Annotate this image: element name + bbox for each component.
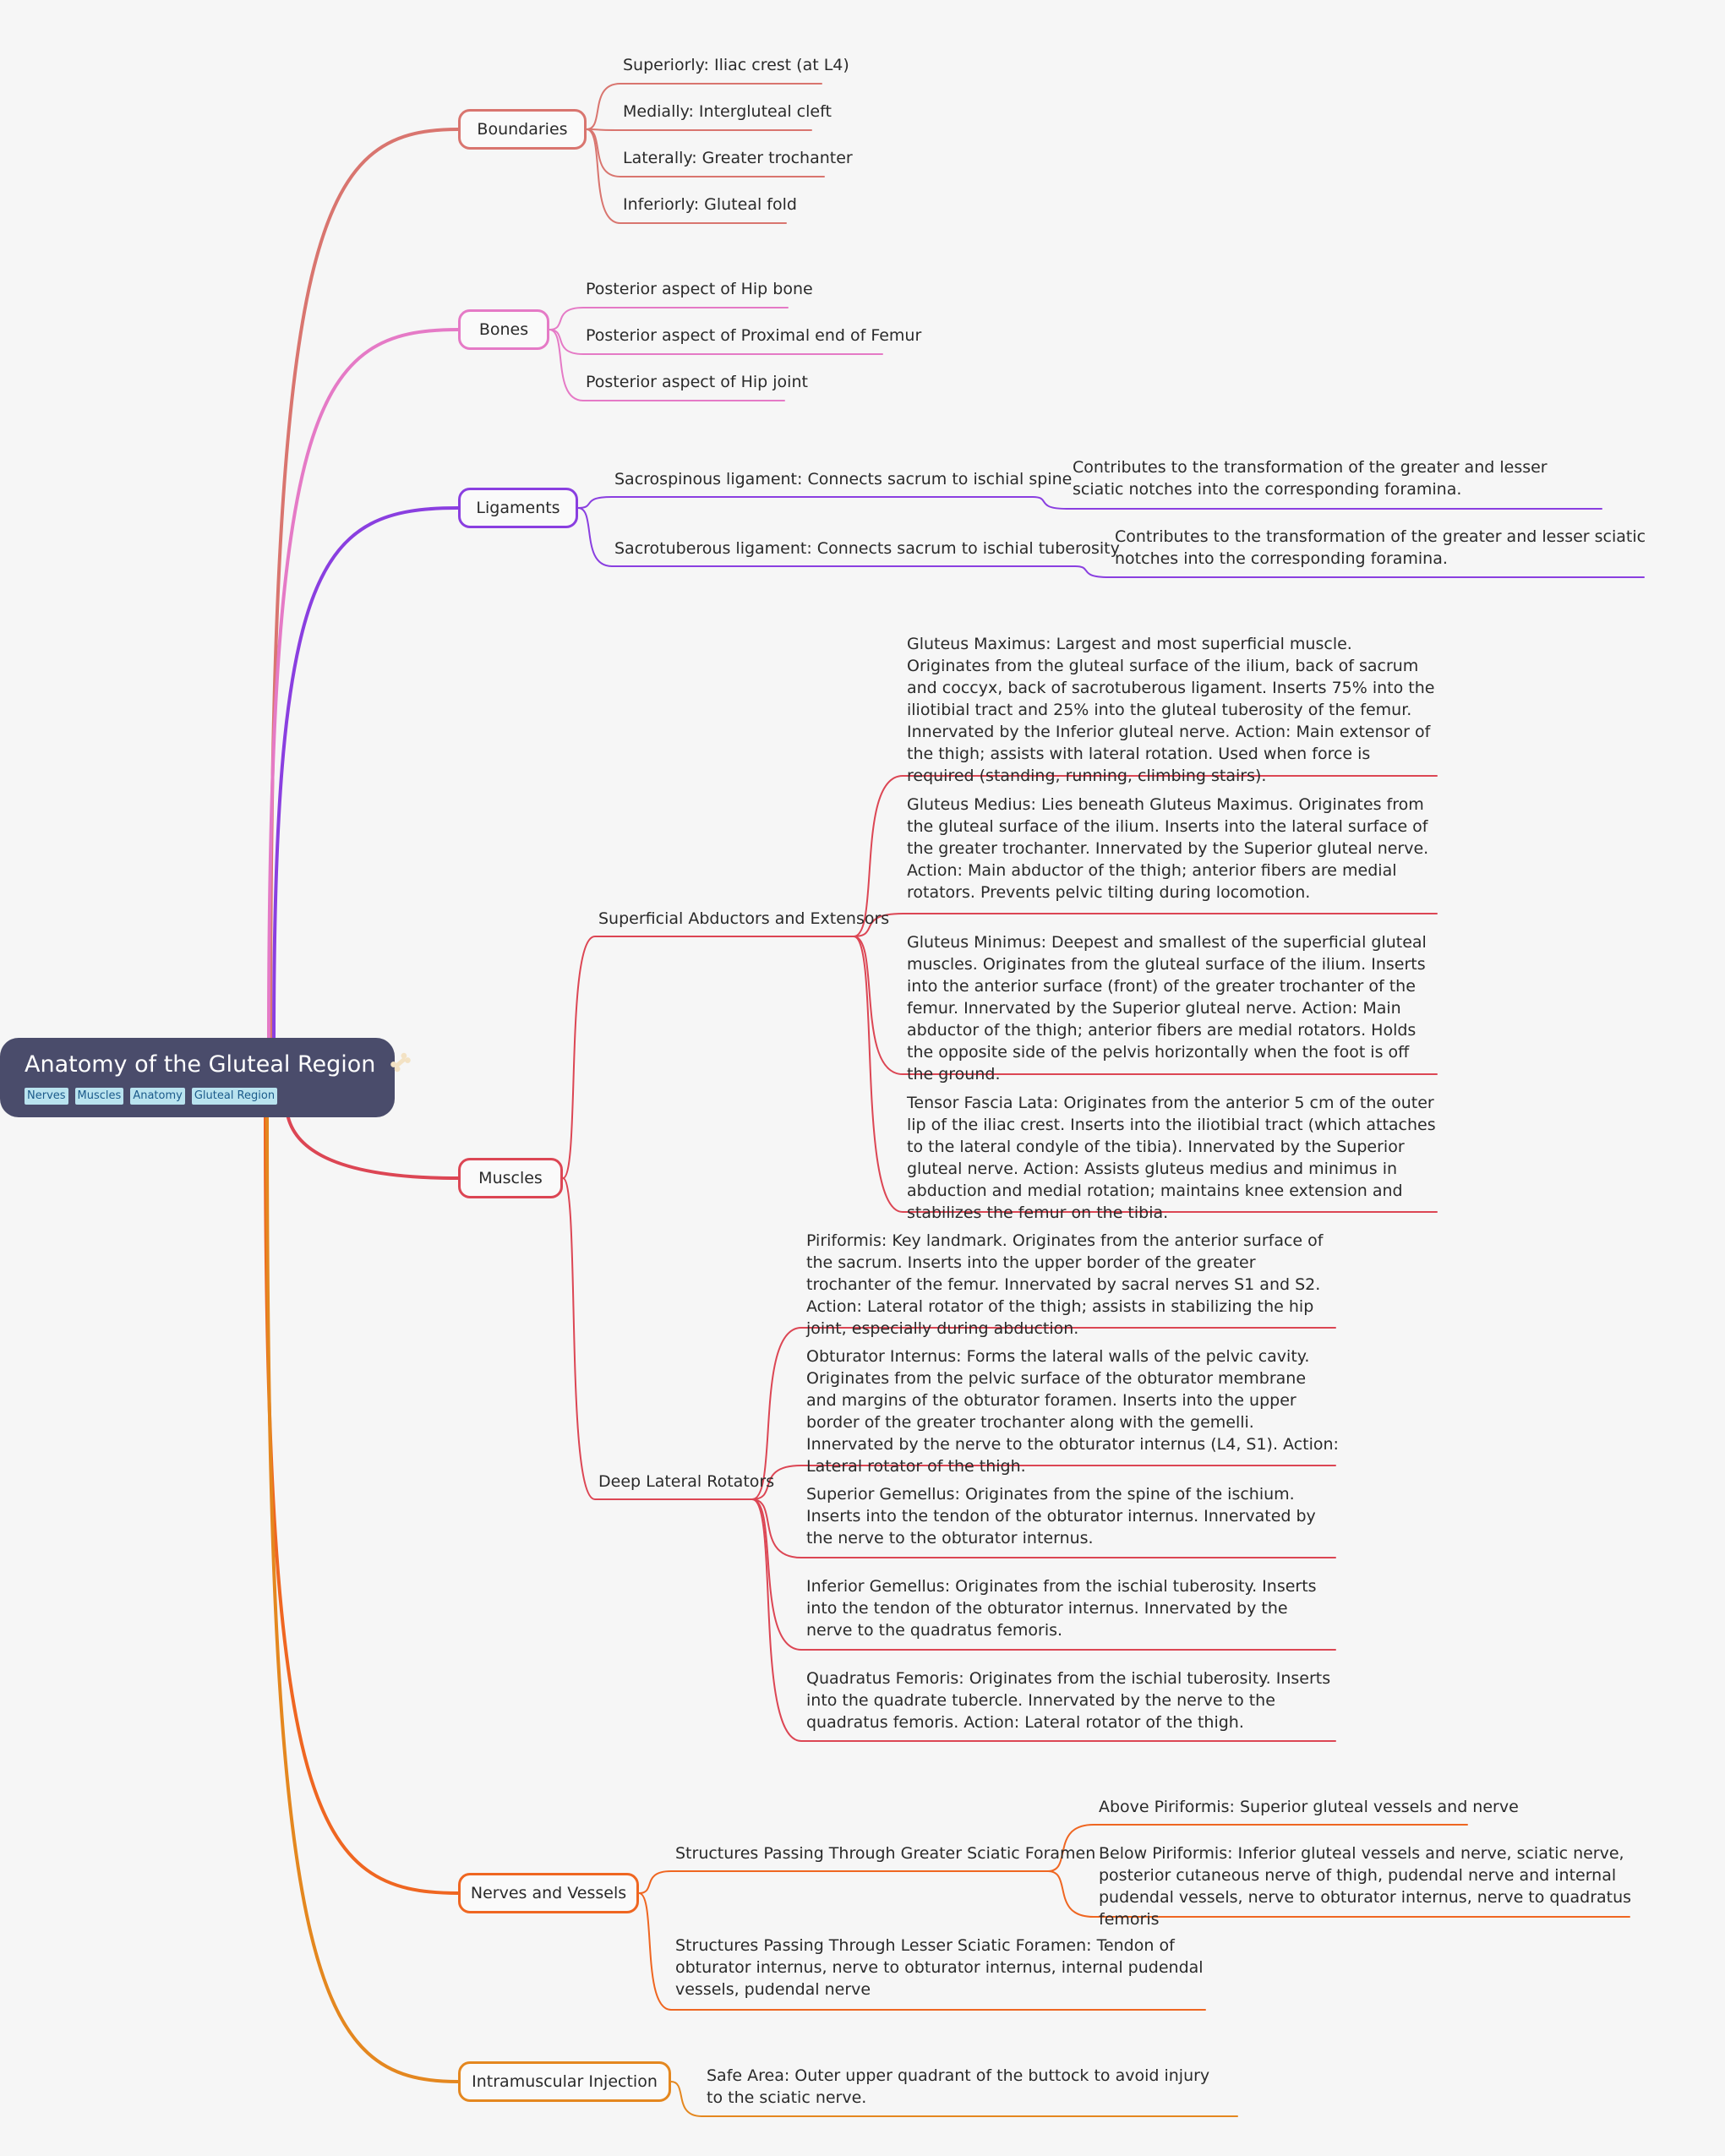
bone-hip-bone[interactable]: Posterior aspect of Hip bone xyxy=(586,280,813,298)
muscle-gluteus-maximus[interactable]: Gluteus Maximus: Largest and most superf… xyxy=(907,635,1435,785)
topic-nerves-and-vessels[interactable]: Nerves and Vessels xyxy=(458,1873,639,1913)
ligament-sacrotuberous-note[interactable]: Contributes to the transformation of the… xyxy=(1115,527,1646,568)
greater-below-piriformis[interactable]: Below Piriformis: Inferior gluteal vesse… xyxy=(1099,1844,1632,1929)
bone-connector xyxy=(549,329,785,401)
injection-connector xyxy=(670,2081,1238,2117)
tag-nerves[interactable]: Nerves xyxy=(25,1088,68,1105)
muscle-gluteus-medius[interactable]: Gluteus Medius: Lies beneath Gluteus Max… xyxy=(907,795,1429,902)
nerves-subtopic-connector xyxy=(638,1892,1206,2011)
greater-foramen-connector xyxy=(1047,1824,1468,1872)
topic-muscles[interactable]: Muscles xyxy=(458,1158,563,1198)
root-tags: Nerves Muscles Anatomy Gluteal Region xyxy=(25,1088,278,1105)
tag-gluteal-region[interactable]: Gluteal Region xyxy=(191,1088,278,1105)
superficial-muscle-connector xyxy=(853,775,1438,937)
topic-ligaments[interactable]: Ligaments xyxy=(458,488,578,528)
tag-anatomy[interactable]: Anatomy xyxy=(130,1088,185,1105)
ligament-note-connector xyxy=(1074,565,1645,578)
deep-muscle-connector xyxy=(751,1327,1336,1500)
boundary-connector xyxy=(586,128,825,177)
boundary-laterally[interactable]: Laterally: Greater trochanter xyxy=(623,149,853,167)
boundary-superiorly[interactable]: Superiorly: Iliac crest (at L4) xyxy=(623,56,849,74)
muscle-tensor-fascia-lata[interactable]: Tensor Fascia Lata: Originates from the … xyxy=(907,1094,1436,1222)
superficial-muscle-connector xyxy=(853,936,1438,1075)
deep-muscle-connector xyxy=(751,1498,1336,1651)
boundary-connector xyxy=(586,83,822,130)
greater-above-piriformis[interactable]: Above Piriformis: Superior gluteal vesse… xyxy=(1099,1798,1519,1816)
root-link-injection xyxy=(265,1116,460,2083)
root-link-muscles xyxy=(286,1112,460,1180)
bone-proximal-femur[interactable]: Posterior aspect of Proximal end of Femu… xyxy=(586,326,922,345)
root-link-ligaments xyxy=(272,506,460,1041)
topic-boundaries[interactable]: Boundaries xyxy=(458,109,587,150)
root-link-bones xyxy=(267,328,460,1043)
subtopic-greater-sciatic-foramen[interactable]: Structures Passing Through Greater Sciat… xyxy=(675,1844,1096,1863)
boundary-connector xyxy=(586,128,787,224)
root-title: Anatomy of the Gluteal Region xyxy=(25,1051,376,1078)
deep-muscle-connector xyxy=(751,1498,1336,1558)
topic-intramuscular-injection[interactable]: Intramuscular Injection xyxy=(458,2061,671,2102)
muscle-inferior-gemellus[interactable]: Inferior Gemellus: Originates from the i… xyxy=(806,1577,1317,1640)
root-topic[interactable]: Anatomy of the Gluteal Region Nerves Mus… xyxy=(0,1038,411,1117)
boundary-inferiorly[interactable]: Inferiorly: Gluteal fold xyxy=(623,195,797,214)
ligament-sacrospinous[interactable]: Sacrospinous ligament: Connects sacrum t… xyxy=(614,470,1073,489)
root-title-row: Anatomy of the Gluteal Region xyxy=(25,1050,413,1083)
bone-connector xyxy=(549,329,883,355)
deep-muscle-connector xyxy=(751,1498,1336,1742)
ligament-connector xyxy=(577,507,1076,567)
ligament-sacrotuberous[interactable]: Sacrotuberous ligament: Connects sacrum … xyxy=(614,539,1120,558)
injection-safe-area[interactable]: Safe Area: Outer upper quadrant of the b… xyxy=(707,2066,1210,2107)
nerves-subtopic-connector xyxy=(638,1870,1049,1894)
bone-connector xyxy=(549,307,789,330)
muscle-superior-gemellus[interactable]: Superior Gemellus: Originates from the s… xyxy=(806,1485,1316,1547)
muscle-obturator-internus[interactable]: Obturator Internus: Forms the lateral wa… xyxy=(806,1347,1339,1476)
superficial-muscle-connector xyxy=(853,913,1438,937)
muscle-subtopic-connector xyxy=(562,936,854,1179)
bone-hip-joint[interactable]: Posterior aspect of Hip joint xyxy=(586,373,808,391)
deep-muscle-connector xyxy=(751,1465,1336,1500)
muscle-quadratus-femoris[interactable]: Quadratus Femoris: Originates from the i… xyxy=(806,1669,1331,1732)
greater-foramen-connector xyxy=(1047,1870,1630,1918)
superficial-muscle-connector xyxy=(853,936,1438,1213)
ligament-connector xyxy=(577,496,1034,509)
subtopic-deep-lateral-rotators[interactable]: Deep Lateral Rotators xyxy=(598,1472,775,1491)
muscle-gluteus-minimus[interactable]: Gluteus Minimus: Deepest and smallest of… xyxy=(907,933,1427,1083)
root-link-boundaries xyxy=(269,128,460,1041)
bone-icon xyxy=(388,1050,413,1083)
ligament-sacrospinous-note[interactable]: Contributes to the transformation of the… xyxy=(1073,458,1548,499)
muscle-subtopic-connector xyxy=(562,1177,753,1500)
subtopic-lesser-sciatic-foramen[interactable]: Structures Passing Through Lesser Sciati… xyxy=(675,1936,1204,1999)
muscle-piriformis[interactable]: Piriformis: Key landmark. Originates fro… xyxy=(806,1231,1324,1338)
topic-bones[interactable]: Bones xyxy=(458,309,549,350)
subtopic-superficial-abductors[interactable]: Superficial Abductors and Extensors xyxy=(598,909,890,928)
root-link-nerves-vessels xyxy=(264,1114,460,1895)
ligament-note-connector xyxy=(1032,496,1602,510)
tag-muscles[interactable]: Muscles xyxy=(74,1088,124,1105)
boundary-connector xyxy=(586,128,812,131)
boundary-medially[interactable]: Medially: Intergluteal cleft xyxy=(623,102,832,121)
